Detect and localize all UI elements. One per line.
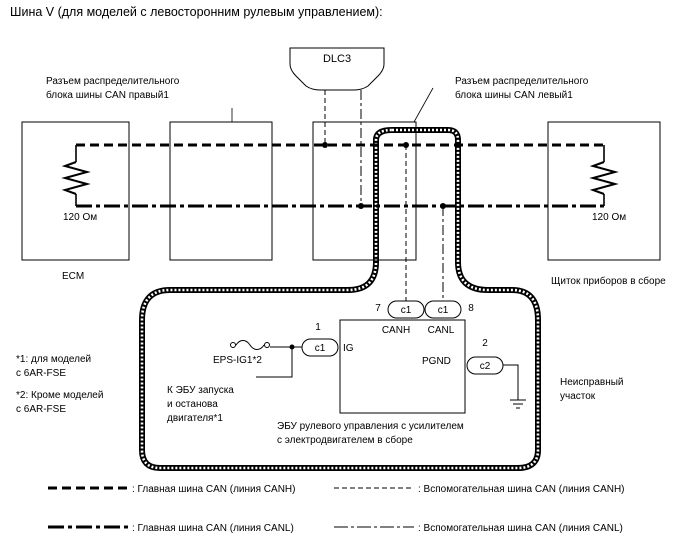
meter-resistor — [589, 145, 619, 206]
note-2: *2: Кроме моделей с 6AR-FSE — [16, 390, 106, 415]
pin-number: 8 — [468, 303, 474, 314]
connector-label: c1 — [401, 305, 412, 316]
ecm-label: ECM — [62, 271, 84, 282]
eps-ecu-box — [339, 319, 466, 414]
note-1: *1: для моделей с 6AR-FSE — [16, 354, 94, 379]
legend-main-canl: : Главная шина CAN (линия CANL) — [132, 523, 294, 534]
dlc3-label: DLC3 — [323, 53, 351, 65]
diagram-title: Шина V (для моделей с левосторонним руле… — [10, 5, 383, 19]
signal-label: CANH — [382, 325, 410, 336]
pin-number: 2 — [482, 338, 488, 349]
meter-resistor-label: 120 Ом — [592, 212, 626, 223]
connector-label: c2 — [480, 361, 491, 372]
signal-label: PGND — [422, 356, 451, 367]
eps-fuse-label: EPS-IG1*2 — [213, 355, 262, 366]
junction-left-label: Разъем распределительного блока шины CAN… — [455, 76, 591, 101]
connector-c1-ig — [301, 338, 339, 357]
ground-icon — [510, 399, 526, 409]
splice-point — [440, 203, 446, 209]
junction-left-box — [312, 121, 417, 261]
faulty-area-outline — [139, 127, 541, 471]
eps-ecu-label: ЭБУ рулевого управления с усилителем с э… — [277, 421, 467, 446]
faulty-area-label: Неисправный участок — [560, 377, 626, 402]
legend-sub-canh: : Вспомогательная шина CAN (линия CANH) — [418, 484, 625, 495]
junction-right-label: Разъем распределительного блока шины CAN… — [46, 76, 182, 101]
connector-label: c1 — [315, 343, 326, 354]
dlc3-connector — [289, 47, 385, 91]
pin-number: 7 — [375, 303, 381, 314]
connector-label: c1 — [438, 305, 449, 316]
ecm-resistor — [61, 145, 91, 206]
pin-number: 1 — [315, 322, 321, 333]
eps-ig1-fuse — [230, 340, 270, 350]
splice-point — [403, 142, 409, 148]
ecm-box — [21, 121, 130, 261]
ecu-feed-label: К ЭБУ запуска и останова двигателя*1 — [167, 385, 237, 424]
junction-left-leader — [413, 87, 434, 123]
ground-wire — [503, 364, 519, 400]
legend-main-canh: : Главная шина CAN (линия CANH) — [132, 484, 295, 495]
signal-label: IG — [343, 343, 354, 354]
meter-box — [547, 121, 661, 261]
signal-label: CANL — [428, 325, 455, 336]
connector-c1-canl — [424, 300, 462, 319]
junction-right-box — [169, 121, 273, 261]
legend-sub-canl: : Вспомогательная шина CAN (линия CANL) — [418, 523, 623, 534]
ecm-resistor-label: 120 Ом — [63, 212, 97, 223]
connector-c1-canh — [387, 300, 425, 319]
meter-label: Щиток приборов в сборе — [551, 275, 666, 287]
splice-point — [358, 203, 364, 209]
legend: : Главная шина CAN (линия CANH) : Вспомо… — [48, 484, 625, 534]
ecu-feed-wire — [256, 347, 293, 378]
splice-point — [322, 142, 328, 148]
